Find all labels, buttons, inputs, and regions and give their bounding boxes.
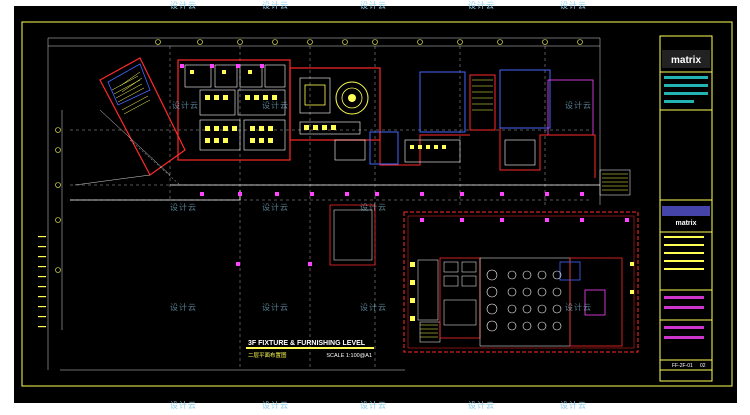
watermark-text: 设计云: [262, 303, 289, 312]
watermark-text: 设计云: [262, 1, 289, 10]
watermark-text: 设计云: [560, 1, 587, 10]
dimension-ladder: [38, 236, 46, 328]
title-underline: [246, 347, 374, 349]
columns: [200, 192, 584, 266]
watermark-text: 设计云: [468, 401, 495, 410]
watermark-text: 设计云: [360, 401, 387, 410]
zone-columns: [420, 218, 629, 222]
watermark-text: 设计云: [172, 101, 199, 110]
corridor: [289, 131, 470, 166]
plan-title: 3F FIXTURE & FURNISHING LEVEL: [248, 340, 366, 347]
sheet-border: [21, 21, 733, 387]
watermark-text: 设计云: [170, 1, 197, 10]
office-block: [177, 59, 291, 161]
watermark-text: 设计云: [360, 303, 387, 312]
title-block-logo-secondary: matrix: [675, 220, 696, 227]
watermark-text: 设计云: [560, 401, 587, 410]
diagonal-wing: [74, 57, 186, 186]
title-block: [659, 35, 713, 382]
lower-right-zone: [403, 211, 639, 353]
watermark-text: 设计云: [360, 1, 387, 10]
watermark-text: 设计云: [170, 303, 197, 312]
exterior-walls: [70, 184, 600, 266]
watermark-text: 设计云: [262, 101, 289, 110]
watermark-text: 设计云: [170, 401, 197, 410]
grid-bubbles: [55, 39, 583, 273]
title-block-logo: matrix: [671, 55, 701, 66]
banquet-tables: [486, 269, 562, 332]
watermark-text: 设计云: [262, 401, 289, 410]
zone-markers: [410, 262, 634, 321]
watermark-text: 设计云: [565, 303, 592, 312]
plan-scale: SCALE 1:100@A1: [326, 353, 372, 359]
upper-right-rooms: [419, 69, 596, 178]
watermark-text: 设计云: [360, 203, 387, 212]
watermark-text: 设计云: [170, 203, 197, 212]
stairs-right: [599, 169, 631, 196]
drawing-number: FF-2F-01: [672, 363, 693, 369]
watermark-text: 设计云: [468, 1, 495, 10]
plan-subtitle: 二层平面布置图: [248, 351, 287, 359]
watermark-text: 设计云: [565, 101, 592, 110]
watermark-text: 设计云: [262, 203, 289, 212]
drawing-sheet: [14, 6, 737, 403]
sheet-number: 02: [700, 363, 706, 369]
left-stairs: [119, 71, 143, 93]
